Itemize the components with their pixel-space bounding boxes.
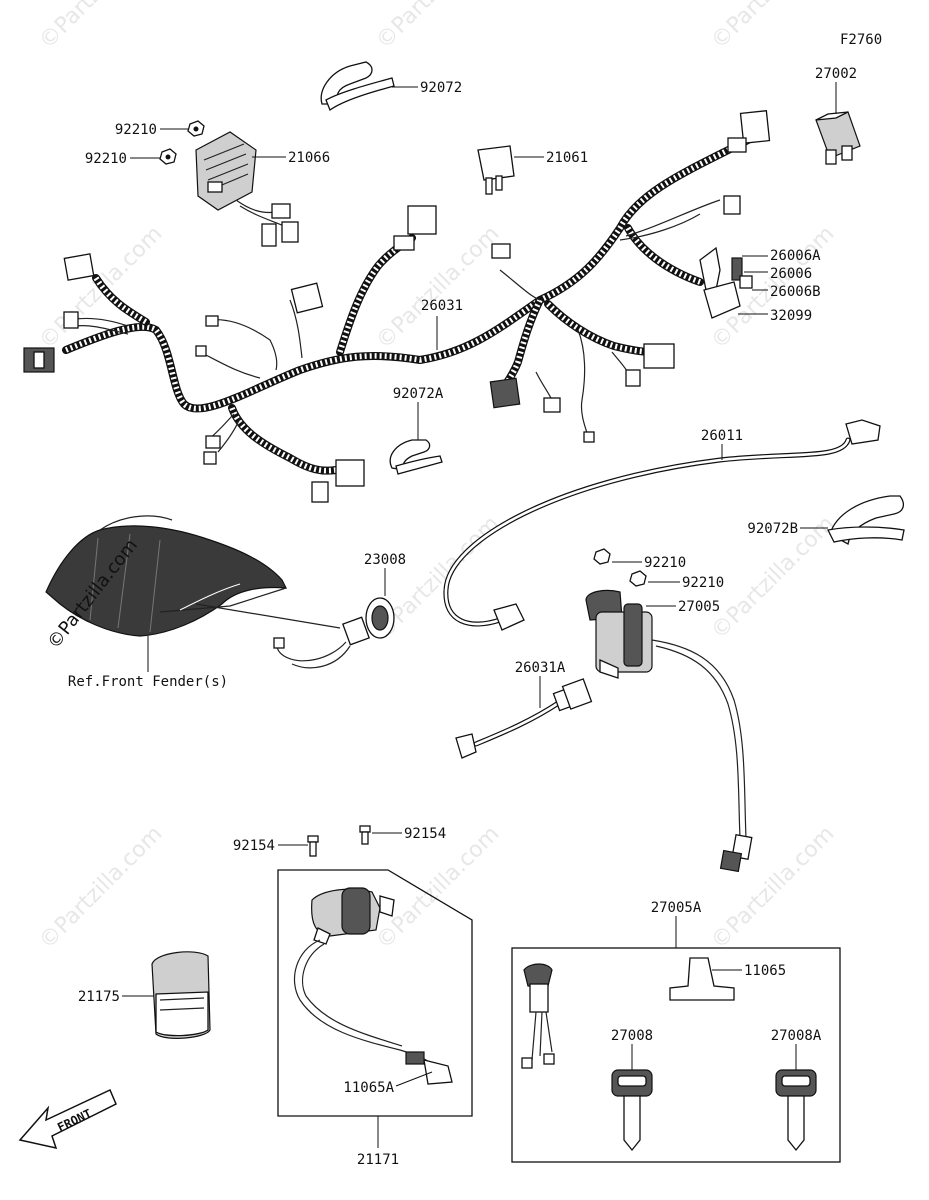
part-label-26031: 26031 [421, 298, 463, 314]
part-label-26006: 26006 [770, 266, 812, 282]
part-label-27005: 27005 [678, 599, 720, 615]
main-harness-26031 [23, 110, 771, 503]
regulator-21066 [195, 131, 299, 247]
key-set-27005A [511, 916, 841, 1163]
part-label-92072: 92072 [420, 80, 462, 96]
part-label-92210-switch-lower: 92210 [682, 575, 724, 591]
watermark: ©Partzilla.com [35, 0, 168, 54]
part-label-27002: 27002 [815, 66, 857, 82]
part-label-92210-upper: 92210 [115, 122, 157, 138]
part-label-21171: 21171 [357, 1152, 399, 1168]
part-label-26031A: 26031A [515, 660, 566, 676]
part-label-92154-right: 92154 [404, 826, 446, 842]
part-label-92210-lower: 92210 [85, 151, 127, 167]
part-label-92072B: 92072B [747, 521, 798, 537]
part-label-92210-switch-upper: 92210 [644, 555, 686, 571]
cable-26011 [443, 419, 881, 631]
watermark: ©Partzilla.com [707, 821, 840, 954]
watermark: ©Partzilla.com [372, 0, 505, 54]
nut-92210-upper [160, 120, 205, 137]
watermark: ©Partzilla.com [35, 821, 168, 954]
nut-92210-lower [130, 148, 177, 165]
part-label-27008A: 27008A [771, 1028, 822, 1044]
band-clamp-92072A [389, 402, 443, 475]
band-clamp-92072 [320, 61, 418, 112]
band-clamp-92072B [800, 495, 905, 546]
watermarks: ©Partzilla.com ©Partzilla.com ©Partzilla… [35, 0, 840, 954]
part-label-21061: 21061 [546, 150, 588, 166]
front-fender-reference: ©Partzilla.com [43, 515, 288, 672]
part-label-21175: 21175 [78, 989, 120, 1005]
part-label-26006A: 26006A [770, 248, 821, 264]
relay-27002 [815, 82, 861, 165]
nut-92210-switch-upper [593, 548, 642, 565]
ignition-coil-21171 [277, 869, 473, 1148]
front-direction-arrow: FRONT [18, 1088, 117, 1150]
nut-92210-switch-lower [629, 570, 680, 587]
part-label-21066: 21066 [288, 150, 330, 166]
bolt-92154-right [359, 825, 402, 845]
control-unit-21175 [122, 951, 211, 1039]
relay-21061 [477, 145, 544, 195]
switch-23008 [195, 568, 395, 669]
figure-code: F2760 [840, 32, 882, 48]
ignition-switch-27005 [585, 589, 753, 873]
part-label-23008: 23008 [364, 552, 406, 568]
part-label-26006B: 26006B [770, 284, 821, 300]
reference-note: Ref.Front Fender(s) [68, 674, 228, 690]
part-label-32099: 32099 [770, 308, 812, 324]
part-label-92154-left: 92154 [233, 838, 275, 854]
part-label-27008: 27008 [611, 1028, 653, 1044]
bolt-92154-left [278, 835, 319, 857]
part-label-92072A: 92072A [393, 386, 444, 402]
part-label-11065A: 11065A [343, 1080, 394, 1096]
sub-harness-26031A [455, 676, 593, 759]
part-label-11065: 11065 [744, 963, 786, 979]
part-label-26011: 26011 [701, 428, 743, 444]
watermark: ©Partzilla.com [707, 0, 840, 54]
part-label-27005A: 27005A [651, 900, 702, 916]
